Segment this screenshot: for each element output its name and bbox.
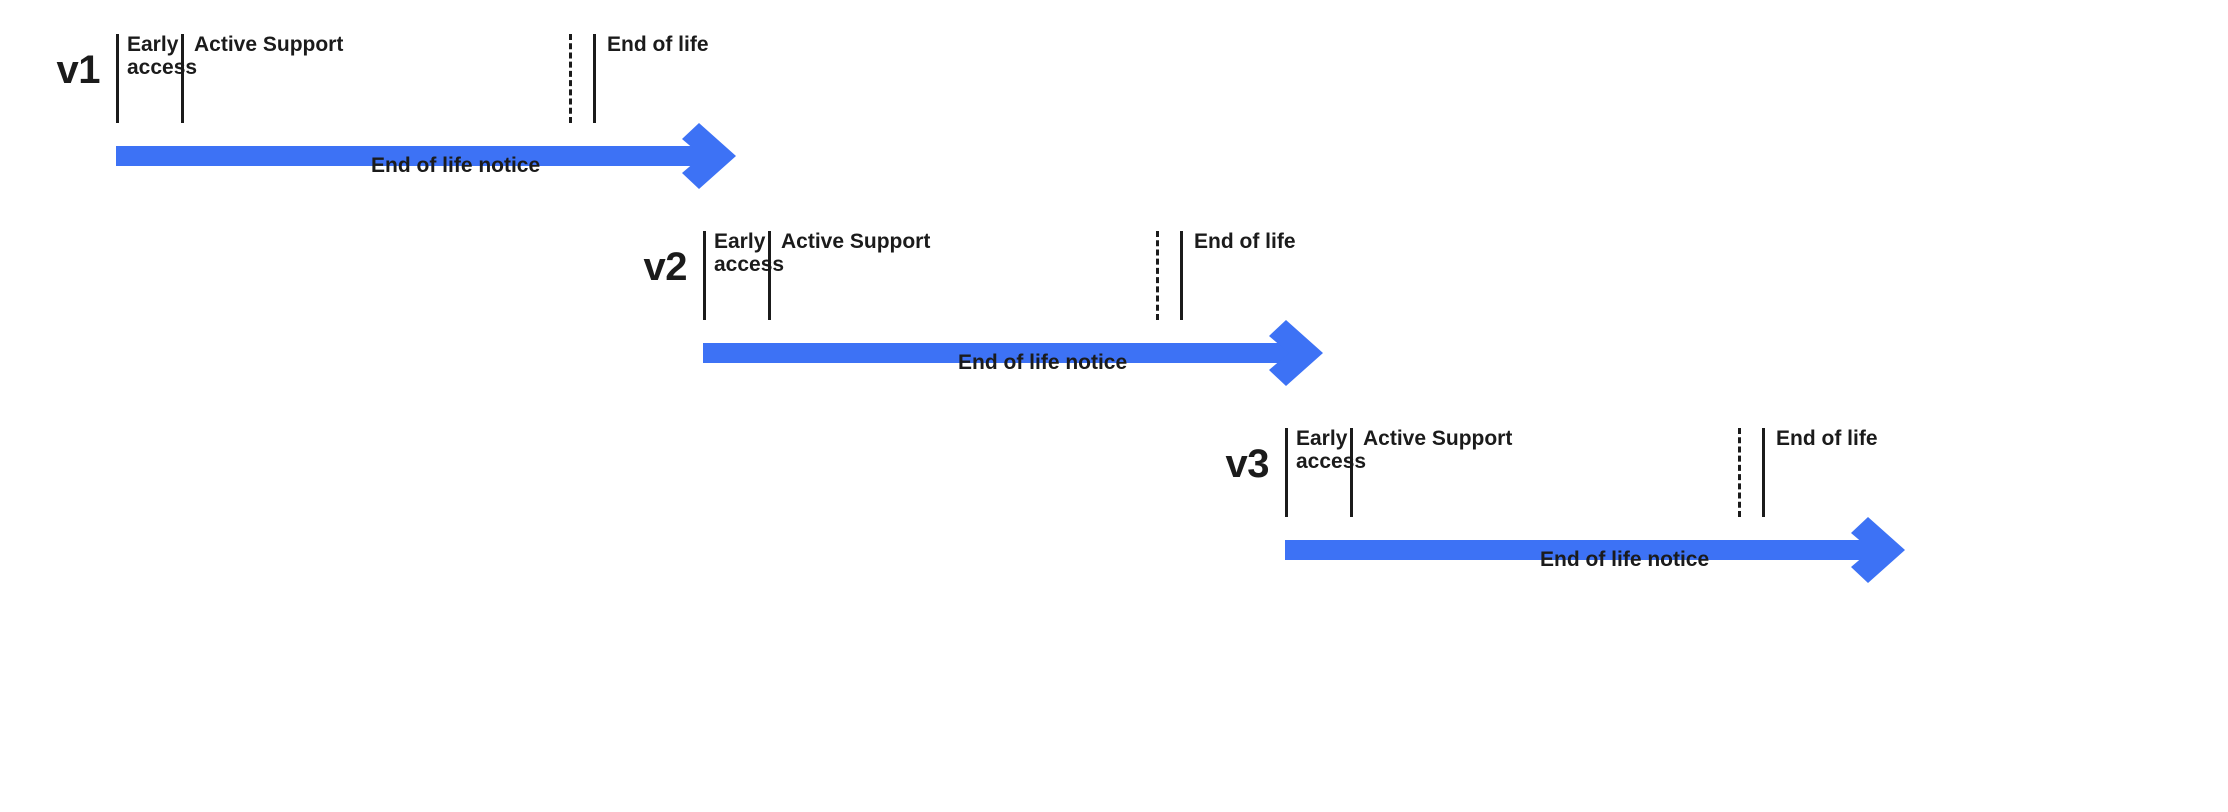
divider-end-of-life-start (1180, 231, 1183, 320)
version-label-v2: v2 (643, 245, 688, 289)
phase-label-end-of-life: End of life (607, 33, 709, 56)
divider-end-of-life-notice (1738, 428, 1741, 517)
phase-label-active-support: Active Support (781, 230, 931, 253)
phase-label-active-support: Active Support (194, 33, 344, 56)
divider-start (1285, 428, 1288, 517)
end-of-life-notice-label: End of life notice (371, 154, 541, 177)
divider-end-of-life-start (593, 34, 596, 123)
end-of-life-notice-label: End of life notice (958, 351, 1128, 374)
lifecycle-arrow-v2 (703, 320, 1348, 386)
timeline-row-v2: v2 Early access Active Support End of li… (617, 211, 1627, 411)
phase-label-end-of-life: End of life (1776, 427, 1878, 450)
divider-early-access-end (1350, 428, 1353, 517)
divider-early-access-end (768, 231, 771, 320)
timeline-row-v1: v1 Early access Active Support End of li… (30, 14, 1040, 214)
arrow-shape (116, 123, 736, 189)
divider-early-access-end (181, 34, 184, 123)
version-label-v1: v1 (56, 48, 101, 92)
arrow-shape (703, 320, 1323, 386)
timeline-track-v2: Early access Active Support End of life … (703, 211, 1627, 411)
divider-start (116, 34, 119, 123)
phase-label-early-access: Early access (127, 33, 198, 79)
version-label-v3: v3 (1225, 442, 1270, 486)
divider-end-of-life-start (1762, 428, 1765, 517)
lifecycle-arrow-v1 (116, 123, 761, 189)
phase-label-early-access: Early access (1296, 427, 1367, 473)
lifecycle-arrow-v3 (1285, 517, 1930, 583)
phase-label-active-support: Active Support (1363, 427, 1513, 450)
timeline-track-v3: Early access Active Support End of life … (1285, 408, 2209, 608)
timeline-row-v3: v3 Early access Active Support End of li… (1199, 408, 2209, 608)
phase-label-end-of-life: End of life (1194, 230, 1296, 253)
end-of-life-notice-label: End of life notice (1540, 548, 1710, 571)
divider-end-of-life-notice (1156, 231, 1159, 320)
phase-label-early-access: Early access (714, 230, 785, 276)
timeline-track-v1: Early access Active Support End of life … (116, 14, 1040, 214)
divider-start (703, 231, 706, 320)
arrow-shape (1285, 517, 1905, 583)
divider-end-of-life-notice (569, 34, 572, 123)
